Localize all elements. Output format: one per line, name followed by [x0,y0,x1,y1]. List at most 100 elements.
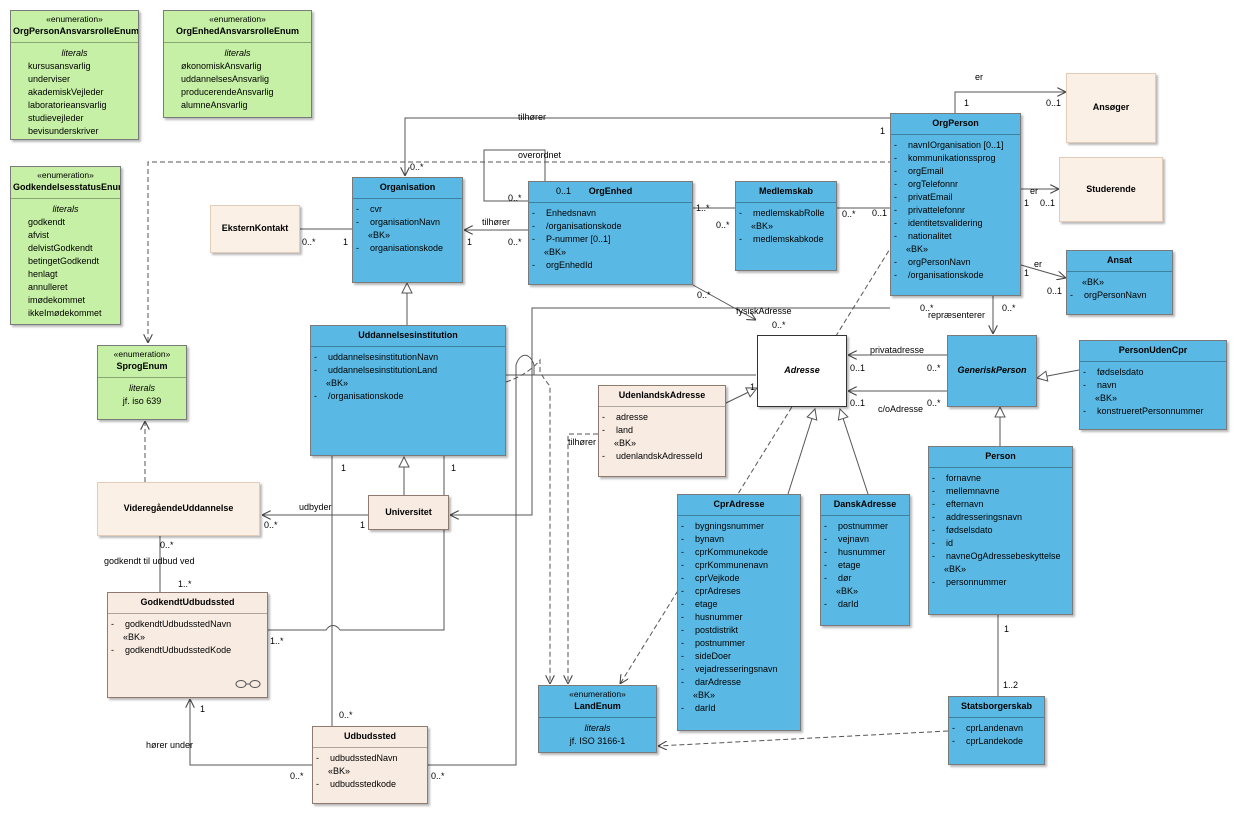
multiplicity: 0..1 [850,398,866,408]
attribute: -medlemskabRolle [739,208,825,218]
person-class[interactable]: Person -fornavne -mellemnavne -efternavn… [928,446,1073,615]
cpradresse-class[interactable]: CprAdresse -bygningsnummer -bynavn -cprK… [677,494,801,731]
literal: annulleret [28,282,68,292]
godkendtudbudssted-class[interactable]: GodkendtUdbudssted -godkendtUdbudsstedNa… [107,592,268,698]
multiplicity: 0..1 [872,208,888,218]
attribute: -kommunikationssprog [894,153,996,163]
personudencpr-class[interactable]: PersonUdenCpr -fødselsdato -navn «BK» -k… [1079,340,1227,430]
literal: akademiskVejleder [28,87,104,97]
ansoeger-class[interactable]: Ansøger [1066,73,1156,143]
multiplicity: 1 [880,126,886,136]
class-name: Statsborgerskab [960,701,1033,711]
sprog-enum[interactable]: «enumeration»SprogEnum literals jf. iso … [97,345,187,420]
gen-danskadresse [840,409,869,495]
literals-section: literals [128,383,155,393]
literal: producerendeAnsvarlig [181,87,274,97]
role-label: tilhører [518,112,547,122]
multiplicity: 0..1 [1047,286,1063,296]
multiplicity: 0..* [508,237,522,247]
orgperson-class[interactable]: OrgPerson -navnIOrganisation [0..1] -kom… [890,113,1021,296]
class-name: Universitet [385,506,432,517]
attribute: -orgTelefonnr [894,179,959,189]
class-name: Ansat [1106,255,1132,265]
attribute: -darId [824,599,859,609]
attribute: -godkendtUdbudsstedKode [111,645,232,655]
udbudssted-class[interactable]: Udbudssted -udbudsstedNavn «BK» -udbudss… [312,726,428,804]
attribute: -fornavne [932,473,982,483]
stereotype: «enumeration» [113,349,171,359]
literal: imødekommet [28,295,86,305]
medlemskab-class[interactable]: Medlemskab -medlemskabRolle «BK» -medlem… [735,181,837,271]
generiskperson-class[interactable]: GeneriskPerson [947,335,1037,407]
multiplicity: 1 [451,463,457,473]
attribute: -orgPersonNavn [1070,290,1147,300]
attribute: -bynavn [681,534,725,544]
multiplicity: 1 [341,463,347,473]
attribute: -nationalitet [894,231,952,241]
multiplicity: 1 [200,704,206,714]
statsborgerskab-class[interactable]: Statsborgerskab -cprLandenavn -cprLandek… [948,696,1045,765]
attribute: -navnIOrganisation [0..1] [894,140,1004,150]
attribute: -personnummer [932,577,1007,587]
attribute: -darId [681,703,716,713]
multiplicity: 1 [750,382,756,392]
role-label: udbyder [299,502,332,512]
attribute: -navn [1083,380,1117,390]
attribute: -darAdresse [681,677,742,687]
uddannelsesinstitution-class[interactable]: Uddannelsesinstitution -uddannelsesinsti… [310,325,506,456]
literal: godkendt [28,217,66,227]
attribute: -efternavn [932,499,984,509]
organisation-class[interactable]: Organisation -cvr -organisationNavn «BK»… [352,177,463,283]
studerende-class[interactable]: Studerende [1059,157,1163,222]
literal: laboratorieansvarlig [28,100,107,110]
danskadresse-class[interactable]: DanskAdresse -postnummer -vejnavn -husnu… [820,494,910,626]
multiplicity: 1..* [178,579,192,589]
multiplicity: 0..* [716,220,730,230]
attribute: -cprKommunenavn [681,560,769,570]
literal: henlagt [28,269,58,279]
attribute: -bygningsnummer [681,521,765,531]
class-name: Udbudssted [343,731,396,741]
attribute: -fødselsdato [1083,367,1144,377]
orgenhed-class[interactable]: OrgEnhed -Enhedsnavn -/organisationskode… [528,181,693,285]
attribute: -uddannelsesinstitutionLand [314,365,438,375]
eksternkontakt-class[interactable]: EksternKontakt [210,205,300,253]
godkendelsesstatus-enum[interactable]: «enumeration»GodkendelsesstatusEnum lite… [10,166,121,325]
attribute: -vejadresseringsnavn [681,664,778,674]
orgenhedansvarsrolle-enum[interactable]: «enumeration»OrgEnhedAnsvarsrolleEnum li… [163,10,312,118]
class-name: Ansøger [1092,102,1130,112]
bk-section: «BK» [693,690,716,700]
multiplicity: 0..* [410,162,424,172]
attribute: -uddannelsesinstitutionNavn [314,352,439,362]
class-name: DanskAdresse [833,499,897,509]
class-name: Uddannelsesinstitution [358,330,458,340]
attribute: -navneOgAdressebeskyttelse [932,551,1061,561]
class-name: PersonUdenCpr [1118,345,1188,355]
class-name: GodkendtUdbudssted [140,597,235,607]
attribute: -/organisationskode [532,221,622,231]
class-name: GeneriskPerson [957,365,1027,375]
literal: studievejleder [28,113,84,123]
attribute: -konstrueretPersonnummer [1083,406,1204,416]
multiplicity: 0..* [842,209,856,219]
adresse-class[interactable]: Adresse [757,335,847,407]
udenlandskadresse-class[interactable]: UdenlandskAdresse -adresse -land «BK» -u… [598,385,726,477]
videregaaendeuddannelse-class[interactable]: VideregåendeUddannelse [97,482,260,536]
attribute: -godkendtUdbudsstedNavn [111,619,232,629]
attribute: -privattelefonnr [894,205,966,215]
ansat-class[interactable]: Ansat «BK» -orgPersonNavn [1066,250,1173,315]
attribute: -postnummer [824,521,889,531]
composite-key-icon [235,680,261,688]
universitet-class[interactable]: Universitet [368,495,449,530]
multiplicity: 1 [467,237,473,247]
bk-section: «BK» [1082,277,1105,287]
literals-section: literals [584,723,611,733]
literal: uddannelsesAnsvarlig [181,74,270,84]
orgpersonansvarsrolle-enum[interactable]: «enumeration»OrgPersonAnsvarsrolleEnum l… [10,10,139,140]
multiplicity: 0..1 [1040,198,1056,208]
gen-personudencpr [1037,369,1080,378]
attribute: -cprLandekode [952,736,1024,746]
multiplicity: 0..* [290,771,304,781]
land-enum[interactable]: «enumeration»LandEnum literals jf. ISO 3… [538,685,657,753]
attribute: -udbudsstedNavn [316,753,398,763]
